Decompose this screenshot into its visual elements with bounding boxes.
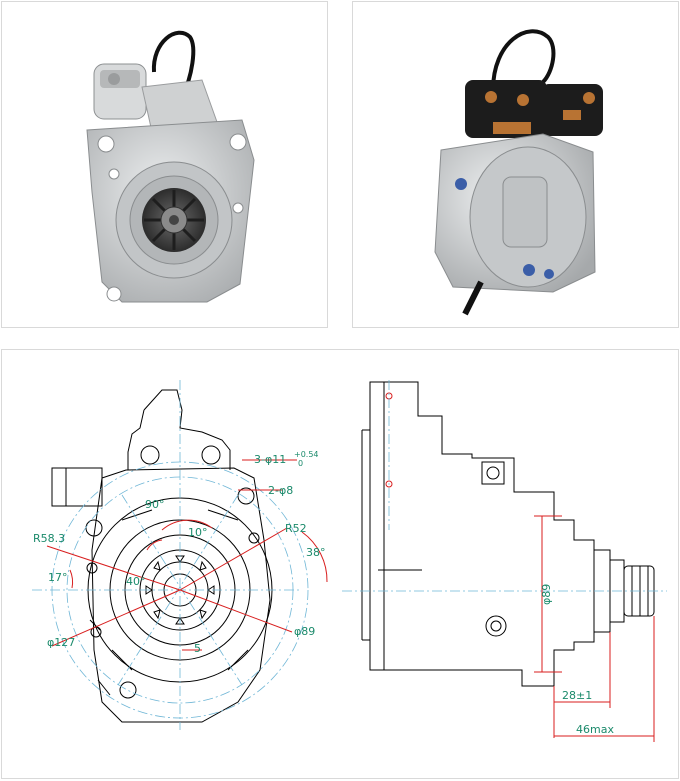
label-angle-38: 38° [306, 546, 326, 559]
label-holes-3: 3-φ11 [254, 453, 286, 466]
technical-drawing-panel: 3-φ11 +0.54 0 2-φ8 90° 10° R58.3 R52 38°… [1, 349, 679, 779]
label-angle-17: 17° [48, 571, 68, 584]
side-dimension-lines [534, 515, 655, 742]
label-holes-2: 2-φ8 [268, 484, 293, 497]
label-angle-90: 90° [145, 498, 165, 511]
photo-front-panel [1, 1, 328, 328]
starter-side-photo [434, 29, 603, 316]
front-center-lines [32, 380, 309, 730]
photo-side-panel [352, 1, 679, 328]
label-d127: φ127 [47, 636, 75, 649]
label-len-46: 46max [576, 723, 614, 736]
starter-front-photo [86, 30, 255, 303]
label-tol-lower: 0 [298, 459, 303, 468]
label-angle-10: 10° [188, 526, 208, 539]
label-len-28: 28±1 [562, 689, 592, 702]
label-five: 5 [194, 642, 201, 655]
side-center-lines [342, 380, 667, 592]
label-r52: R52 [285, 522, 307, 535]
label-d89-front: φ89 [294, 625, 315, 638]
dimension-drawing: 3-φ11 +0.54 0 2-φ8 90° 10° R58.3 R52 38°… [32, 380, 667, 742]
label-tol-upper: +0.54 [294, 450, 319, 459]
front-dimension-lines [46, 459, 328, 651]
label-d89-side: φ89 [540, 584, 553, 605]
label-angle-40: 40° [126, 575, 146, 588]
label-r58: R58.3 [33, 532, 65, 545]
